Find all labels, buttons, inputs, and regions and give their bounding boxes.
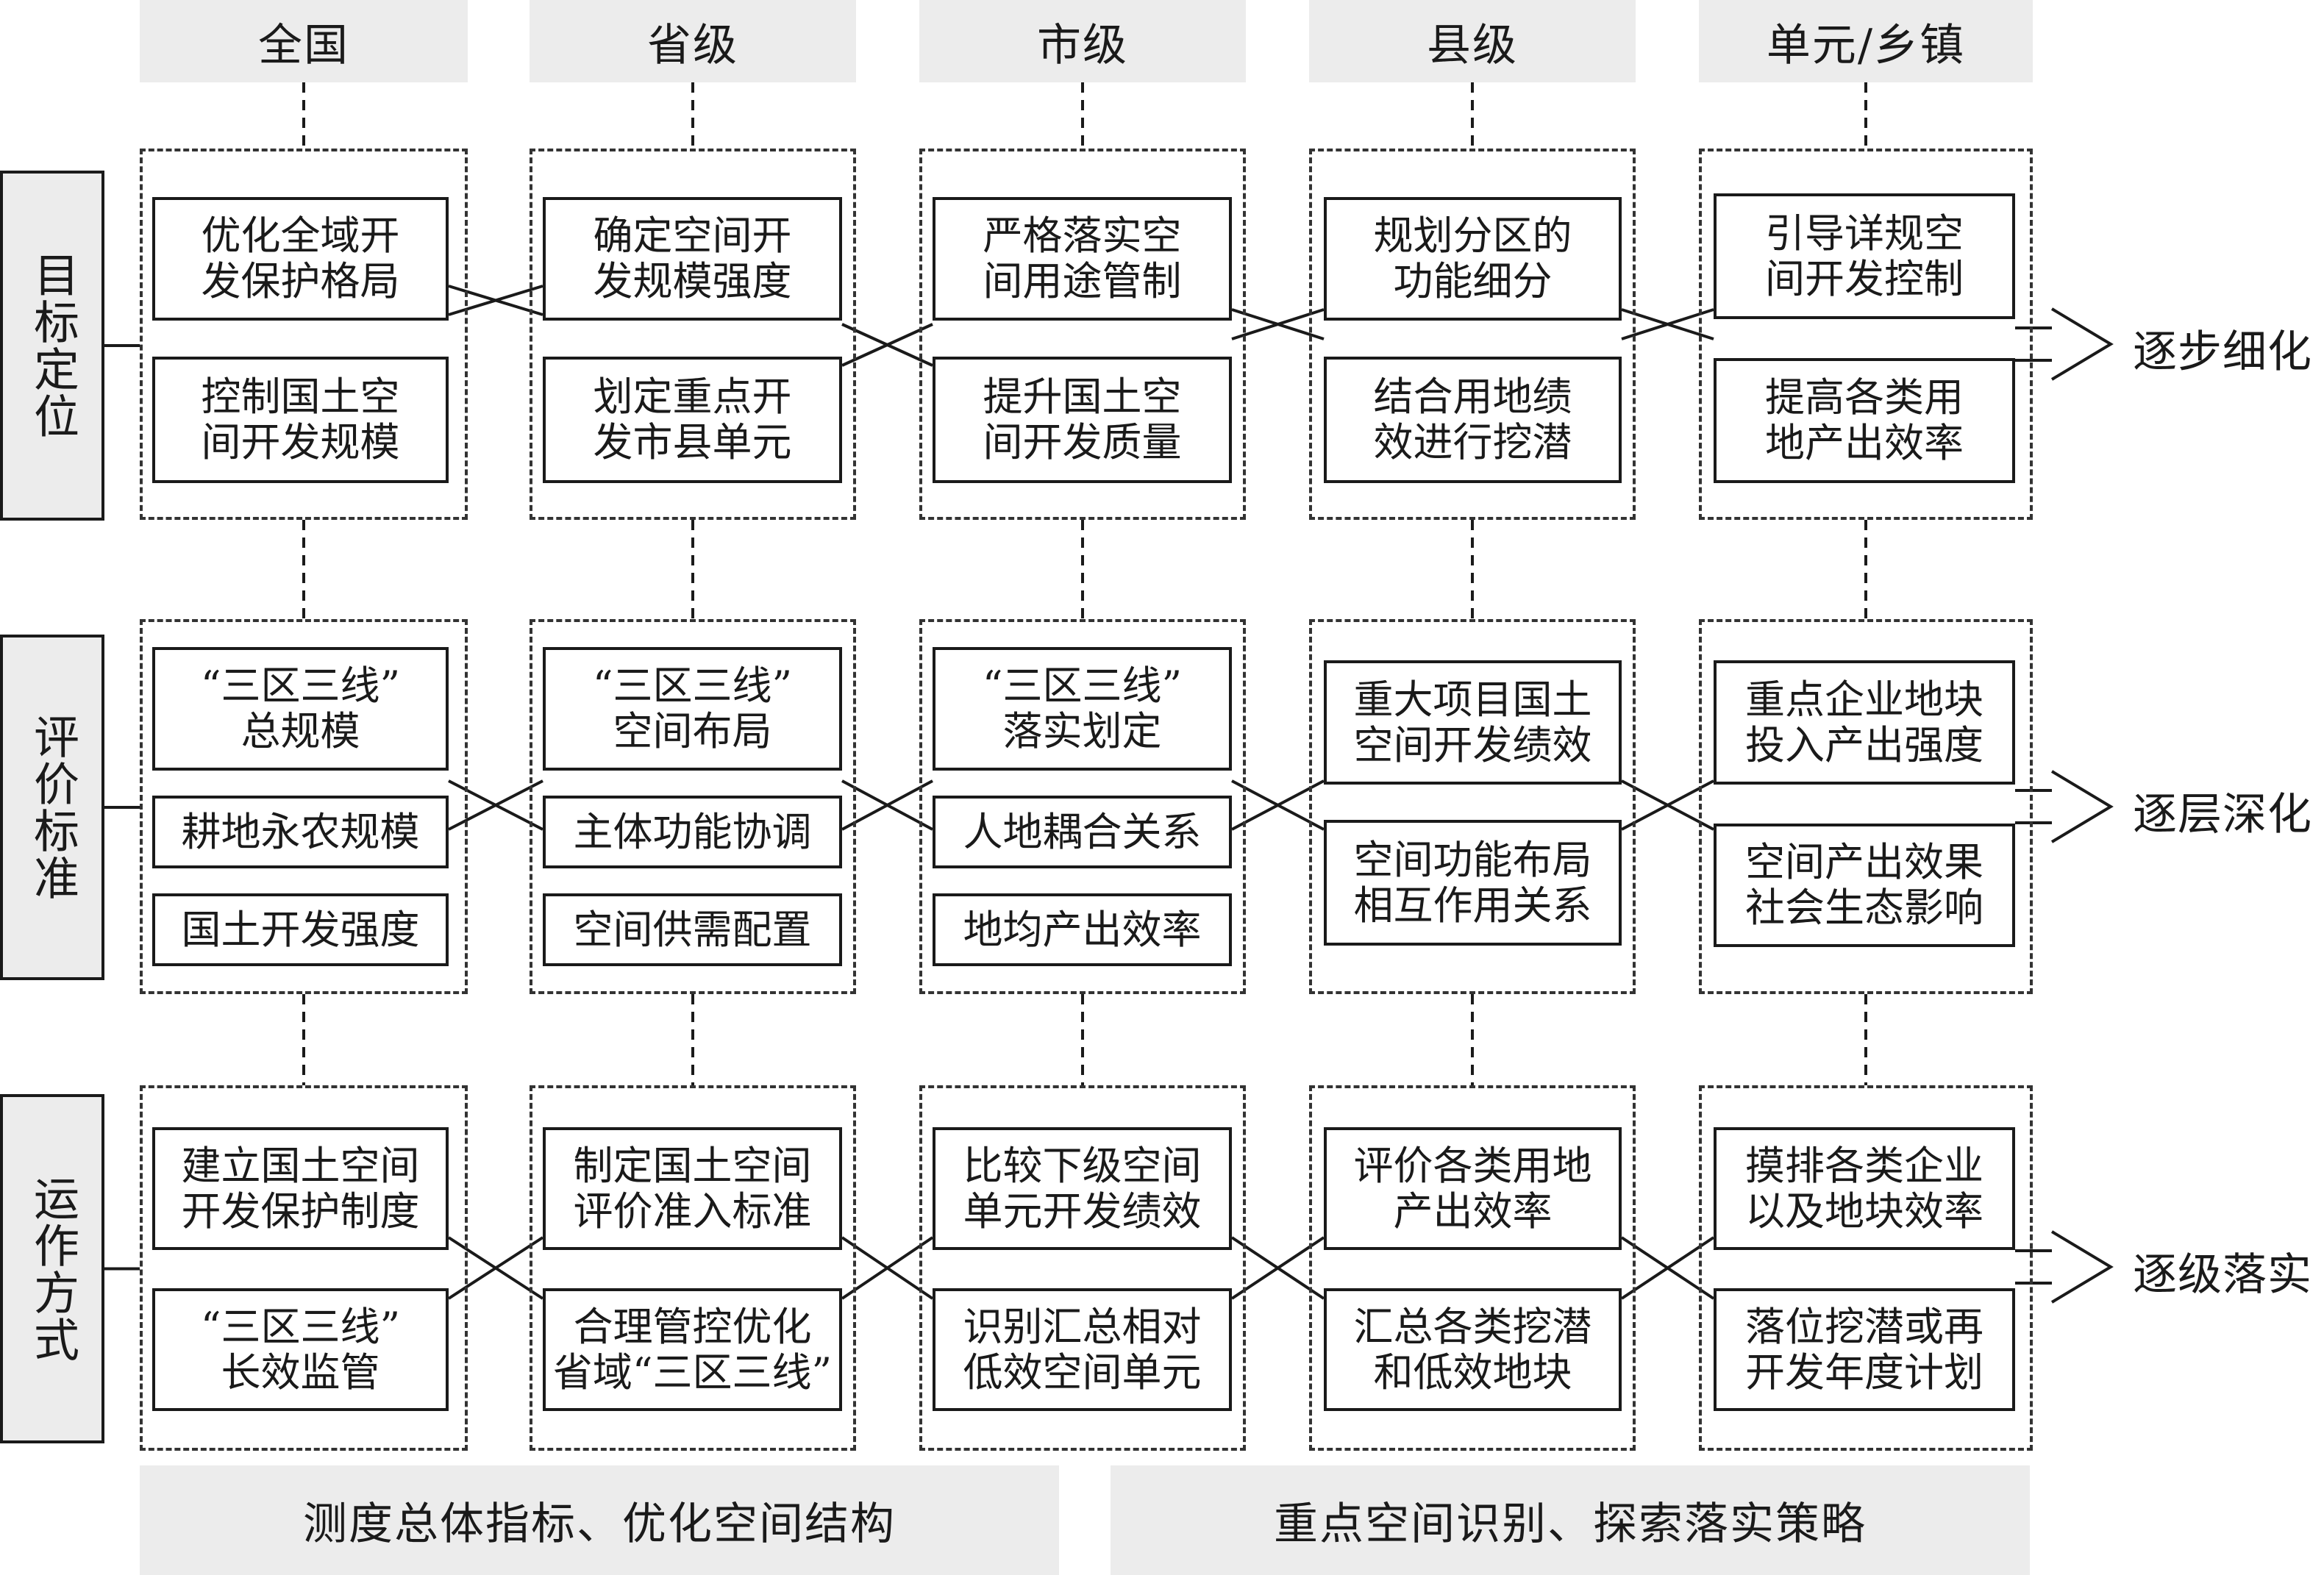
row-result-label: 逐层深化	[2133, 789, 2312, 840]
item-box: 国土开发强度	[152, 893, 449, 966]
group-r2-c4	[1699, 1085, 2033, 1451]
group-r1-c0	[140, 619, 468, 994]
item-box: 结合用地绩 效进行挖潜	[1324, 357, 1622, 483]
item-box: 识别汇总相对 低效空间单元	[933, 1288, 1232, 1411]
item-link-connector	[841, 1236, 934, 1300]
item-box: 比较下级空间 单元开发绩效	[933, 1127, 1232, 1250]
item-box: 摸排各类企业 以及地块效率	[1714, 1127, 2015, 1250]
group-r0-c1	[530, 149, 856, 520]
item-box: 地均产出效率	[933, 893, 1232, 966]
item-box: 提高各类用 地产出效率	[1714, 358, 2015, 483]
item-link-connector	[1621, 308, 1714, 340]
item-box: 空间功能布局 相互作用关系	[1324, 820, 1622, 946]
row-label-text: 评价标准	[26, 713, 79, 901]
item-link-connector	[1620, 1236, 1715, 1300]
item-link-connector	[1231, 779, 1325, 831]
row-label-2: 运作方式	[0, 1094, 104, 1443]
group-r0-c4	[1699, 149, 2033, 520]
group-r0-c2	[919, 149, 1246, 520]
item-box: 耕地永农规模	[152, 796, 449, 868]
footer-box-0: 测度总体指标、优化空间结构	[140, 1465, 1059, 1575]
group-r0-c3	[1309, 149, 1636, 520]
group-r1-c1	[530, 619, 856, 994]
flow-arrow-icon	[2050, 1230, 2114, 1304]
item-link-connector	[841, 779, 933, 831]
item-box: 优化全域开 发保护格局	[152, 197, 449, 321]
item-link-connector	[1231, 308, 1325, 340]
item-box: 汇总各类挖潜 和低效地块	[1324, 1288, 1622, 1411]
item-link-connector	[1621, 779, 1714, 831]
group-r2-c2	[919, 1085, 1246, 1451]
item-link-connector	[447, 1236, 544, 1300]
row-label-text: 目标定位	[26, 251, 79, 440]
group-r1-c2	[919, 619, 1246, 994]
item-box: 划定重点开 发市县单元	[543, 357, 842, 483]
item-box: 制定国土空间 评价准入标准	[543, 1127, 842, 1250]
item-box: 控制国土空 间开发规模	[152, 357, 449, 483]
row-label-text: 运作方式	[26, 1174, 79, 1363]
item-box: “三区三线” 总规模	[152, 647, 449, 771]
level-header-3: 县级	[1309, 0, 1636, 82]
item-box: 空间供需配置	[543, 893, 842, 966]
item-box: 严格落实空 间用途管制	[933, 197, 1232, 321]
row-result-label: 逐步细化	[2133, 326, 2312, 378]
level-header-0: 全国	[140, 0, 468, 82]
item-box: 空间产出效果 社会生态影响	[1714, 824, 2015, 947]
group-r1-c4	[1699, 619, 2033, 994]
group-r1-c3	[1309, 619, 1636, 994]
row-label-1: 评价标准	[0, 635, 104, 980]
item-box: “三区三线” 空间布局	[543, 647, 842, 771]
item-box: “三区三线” 落实划定	[933, 647, 1232, 771]
level-header-4: 单元/乡镇	[1699, 0, 2033, 82]
item-box: 引导详规空 间开发控制	[1714, 193, 2015, 319]
item-link-connector	[448, 285, 543, 316]
level-header-1: 省级	[530, 0, 856, 82]
item-box: 落位挖潜或再 开发年度计划	[1714, 1288, 2015, 1411]
item-box: 人地耦合关系	[933, 796, 1232, 868]
item-box: 合理管控优化 省域“三区三线”	[543, 1288, 842, 1411]
item-link-connector	[1230, 1236, 1325, 1300]
flow-arrow-icon	[2050, 307, 2114, 381]
row-label-0: 目标定位	[0, 171, 104, 521]
group-r2-c1	[530, 1085, 856, 1451]
group-r2-c3	[1309, 1085, 1636, 1451]
item-box: 主体功能协调	[543, 796, 842, 868]
item-link-connector	[841, 323, 933, 367]
row-result-label: 逐级落实	[2133, 1249, 2312, 1301]
item-box: 确定空间开 发规模强度	[543, 197, 842, 321]
item-box: 提升国土空 间开发质量	[933, 357, 1232, 483]
item-box: 建立国土空间 开发保护制度	[152, 1127, 449, 1250]
item-box: 规划分区的 功能细分	[1324, 197, 1622, 321]
flow-arrow-icon	[2050, 770, 2114, 843]
item-box: 评价各类用地 产出效率	[1324, 1127, 1622, 1250]
level-header-2: 市级	[919, 0, 1246, 82]
item-box: “三区三线” 长效监管	[152, 1288, 449, 1411]
group-r2-c0	[140, 1085, 468, 1451]
footer-box-1: 重点空间识别、探索落实策略	[1111, 1465, 2030, 1575]
group-r0-c0	[140, 149, 468, 520]
item-box: 重点企业地块 投入产出强度	[1714, 660, 2015, 785]
item-link-connector	[448, 779, 543, 831]
item-box: 重大项目国土 空间开发绩效	[1324, 660, 1622, 785]
